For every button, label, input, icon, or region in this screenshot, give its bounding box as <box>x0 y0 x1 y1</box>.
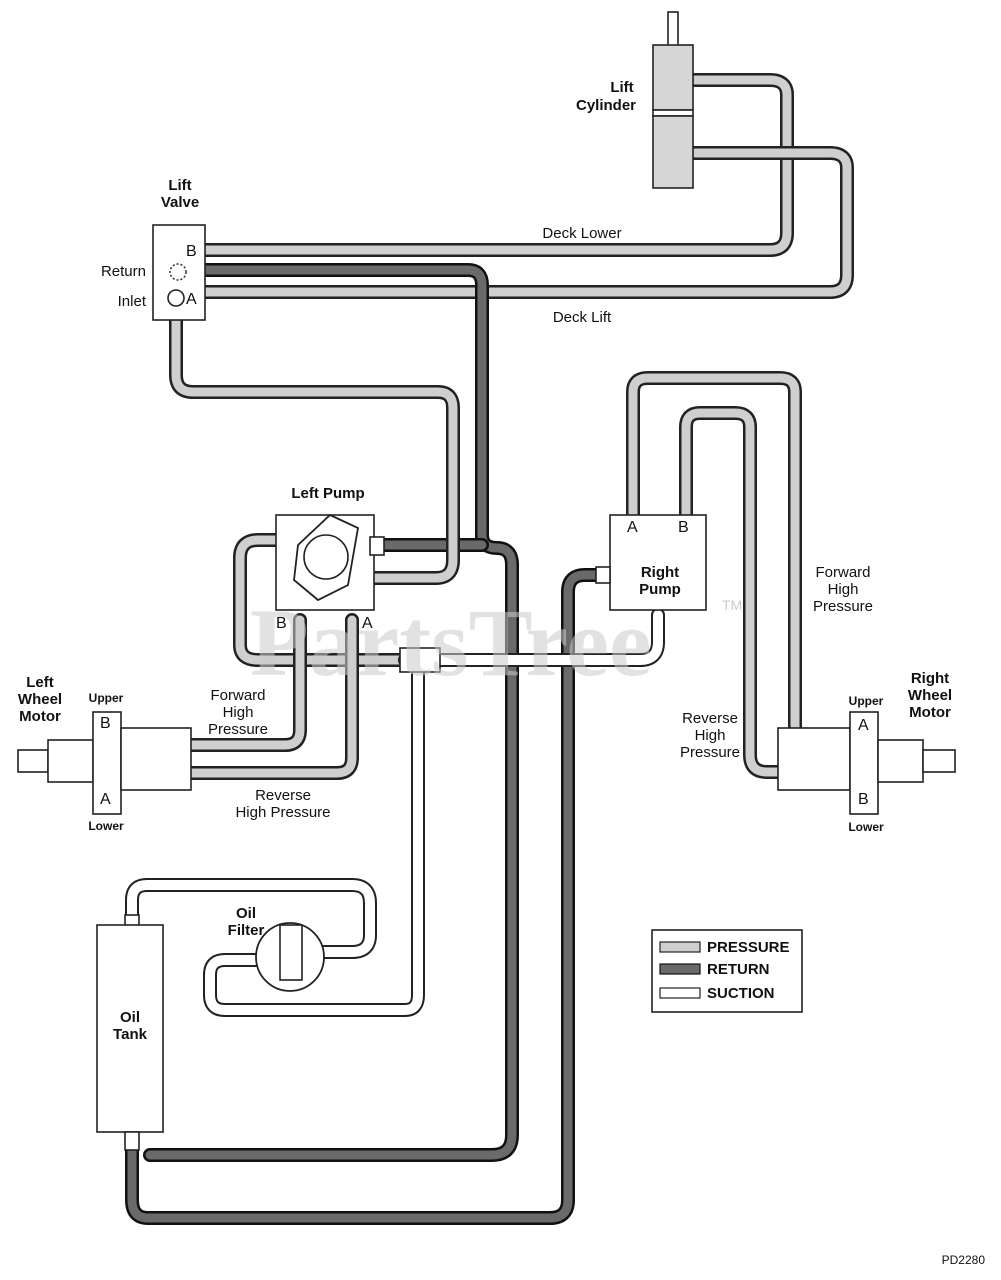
left-wheel-motor-label-1: Left <box>26 674 54 691</box>
legend-return: RETURN <box>659 961 770 978</box>
hose-right-reverse <box>679 406 869 779</box>
right-forward-label-3: Pressure <box>813 598 873 615</box>
hose-right-pump-return <box>125 568 607 1225</box>
lift-cylinder-label-1: Lift <box>610 79 633 96</box>
legend-pressure: PRESSURE <box>659 939 790 956</box>
hose-valve-inlet <box>169 293 460 585</box>
left-pump-port-a: A <box>362 615 373 632</box>
oil-tank-label-1: Oil <box>120 1009 140 1026</box>
lift-valve-label-2: Valve <box>161 194 199 211</box>
legend-suction-swatch <box>659 987 701 999</box>
right-reverse-label-1: Reverse <box>682 710 738 727</box>
drawing-number: PD2280 <box>942 1253 986 1267</box>
oil-tank-label-2: Tank <box>113 1026 148 1043</box>
legend-suction: SUCTION <box>659 985 775 1002</box>
left-pump-label: Left Pump <box>291 485 364 502</box>
valve-inlet-label: Inlet <box>118 293 147 310</box>
left-forward-label-3: Pressure <box>208 721 268 738</box>
left-forward-label-1: Forward <box>210 687 265 704</box>
right-wheel-motor-label-3: Motor <box>909 704 951 721</box>
valve-port-b: B <box>186 243 197 260</box>
valve-return-port <box>169 263 187 281</box>
right-pump-label-1: Right <box>641 564 679 581</box>
right-pump-label-2: Pump <box>639 581 681 598</box>
left-reverse-label-1: Reverse <box>255 787 311 804</box>
hose-left-forward <box>101 613 307 752</box>
right-forward-label-1: Forward <box>815 564 870 581</box>
legend-pressure-swatch <box>659 941 701 953</box>
right-motor-port-a: A <box>858 717 869 734</box>
watermark-tm: TM <box>722 597 742 613</box>
legend-pressure-label: PRESSURE <box>707 939 790 956</box>
right-reverse-label-2: High <box>695 727 726 744</box>
left-pump-port-b: B <box>276 615 287 632</box>
right-wheel-motor-label-2: Wheel <box>908 687 952 704</box>
lift-valve-label-1: Lift <box>168 177 191 194</box>
hose-left-reverse <box>101 613 359 780</box>
hose-deck-lower <box>198 73 794 257</box>
right-wheel-motor <box>777 711 956 815</box>
right-motor-lower: Lower <box>848 820 884 834</box>
lift-valve <box>152 224 206 321</box>
hose-left-pump-loop <box>233 533 412 667</box>
left-motor-port-a: A <box>100 791 111 808</box>
lift-cylinder <box>652 11 694 189</box>
legend-suction-label: SUCTION <box>707 985 775 1002</box>
watermark: PartsTree <box>250 589 652 696</box>
legend-return-label: RETURN <box>707 961 770 978</box>
oil-filter-label-2: Filter <box>228 922 265 939</box>
left-pump <box>275 513 385 611</box>
valve-port-a: A <box>186 291 197 308</box>
legend: PRESSURE RETURN SUCTION <box>651 929 803 1013</box>
right-reverse-label-3: Pressure <box>680 744 740 761</box>
hose-valve-return <box>143 263 519 1162</box>
right-forward-label-2: High <box>828 581 859 598</box>
oil-tank <box>96 914 164 1151</box>
oil-filter-label-1: Oil <box>236 905 256 922</box>
right-wheel-motor-label-1: Right <box>911 670 949 687</box>
legend-return-swatch <box>659 963 701 975</box>
deck-lower-label: Deck Lower <box>542 225 621 242</box>
left-forward-label-2: High <box>223 704 254 721</box>
left-motor-upper: Upper <box>89 691 124 705</box>
hose-deck-lift <box>198 146 854 299</box>
left-reverse-label-2: High Pressure <box>235 804 330 821</box>
right-motor-upper: Upper <box>849 694 884 708</box>
left-wheel-motor-label-3: Motor <box>19 708 61 725</box>
hose-suction <box>125 658 425 1017</box>
right-pump <box>595 514 707 611</box>
right-pump-port-a: A <box>627 519 638 536</box>
left-wheel-motor-label-2: Wheel <box>18 691 62 708</box>
left-wheel-motor <box>17 711 192 815</box>
valve-inlet-port <box>167 289 185 307</box>
right-pump-port-b: B <box>678 519 689 536</box>
hose-charge-to-right-pump <box>398 608 665 667</box>
left-motor-lower: Lower <box>88 819 124 833</box>
valve-return-label: Return <box>101 263 146 280</box>
left-motor-port-b: B <box>100 715 111 732</box>
right-motor-port-b: B <box>858 791 869 808</box>
deck-lift-label: Deck Lift <box>553 309 612 326</box>
lift-cylinder-label-2: Cylinder <box>576 97 636 114</box>
tee-fitting <box>399 647 441 673</box>
oil-filter <box>255 922 325 992</box>
